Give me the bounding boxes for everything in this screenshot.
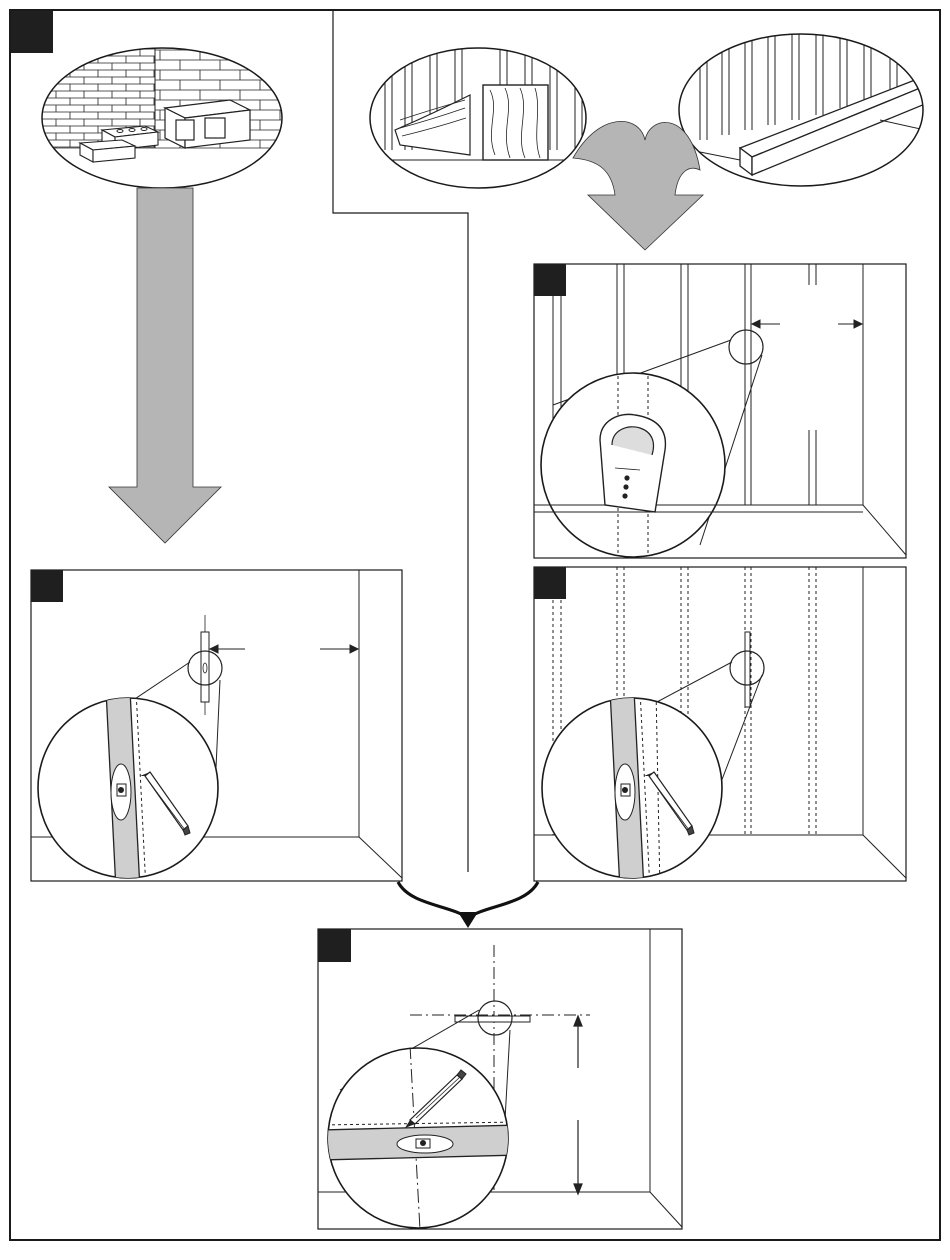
step-badge <box>11 11 53 53</box>
step-badge <box>534 264 566 296</box>
wood-stud-wall-icon <box>365 45 595 195</box>
step-3-mark-masonry <box>31 570 402 890</box>
cinder-block-icon <box>165 100 250 148</box>
stud-finder-icon <box>600 414 665 512</box>
arrow-down <box>109 188 221 543</box>
level-icon <box>745 632 750 707</box>
arrow-head <box>458 912 478 928</box>
step-2-stud-finder <box>534 264 906 560</box>
step-4-mark-studs <box>534 567 906 890</box>
arrow-merge-down <box>573 121 703 250</box>
step-1-masonry <box>11 11 290 543</box>
metal-stud-icon <box>675 30 925 190</box>
step-badge <box>318 929 351 962</box>
step-badge <box>31 570 63 602</box>
step-5-horizontal-mark <box>318 929 682 1230</box>
step-badge <box>534 567 566 599</box>
stud-wall-choices <box>365 30 925 250</box>
